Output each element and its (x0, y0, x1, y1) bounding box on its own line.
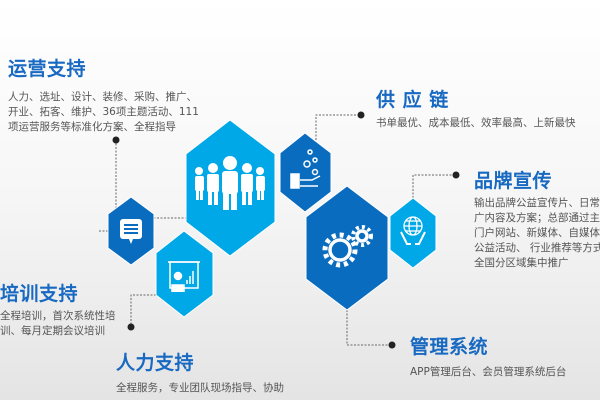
supply-title: 供 应 链 (376, 89, 449, 111)
connector-dot (127, 323, 135, 331)
brand-title: 品牌宣传 (474, 170, 553, 192)
people-icon (195, 156, 265, 210)
chat-icon (120, 219, 142, 244)
connector-dot (388, 341, 396, 349)
hex-coin (279, 132, 332, 213)
connector-dot (357, 111, 365, 119)
mgmt-title: 管理系统 (410, 336, 489, 358)
globe-hands-icon (400, 216, 426, 245)
connector-dot (452, 171, 460, 179)
brand-body: 输出品牌公益宣传片、日常推 广内容及方案；总部通过主流 门户网站、新媒体、自媒体… (474, 197, 600, 269)
ops-title: 运营支持 (8, 58, 87, 80)
training-title: 培训支持 (0, 283, 79, 305)
hex-globe (389, 197, 437, 269)
gears-icon (322, 225, 373, 268)
presentation-icon (168, 261, 200, 292)
hex-gears (305, 185, 389, 311)
supply-body: 书单最优、成本最低、效率最高、上新最快 (376, 117, 576, 129)
hr-body: 全程服务，专业团队现场指导、协助 (116, 382, 284, 394)
ops-body: 人力、选址、设计、装修、采购、推广、 开业、拓客、维护、36项主题活动、111 … (8, 91, 199, 133)
training-body: 全程培训，首次系统性培 训、每月定期会议培训 (0, 310, 116, 337)
hr-title: 人力支持 (116, 352, 195, 374)
coin-hand-icon (290, 149, 321, 189)
mgmt-body: APP管理后台、会员管理系统后台 (410, 366, 567, 378)
connector-dot (112, 136, 120, 144)
hex-chart (155, 230, 214, 318)
